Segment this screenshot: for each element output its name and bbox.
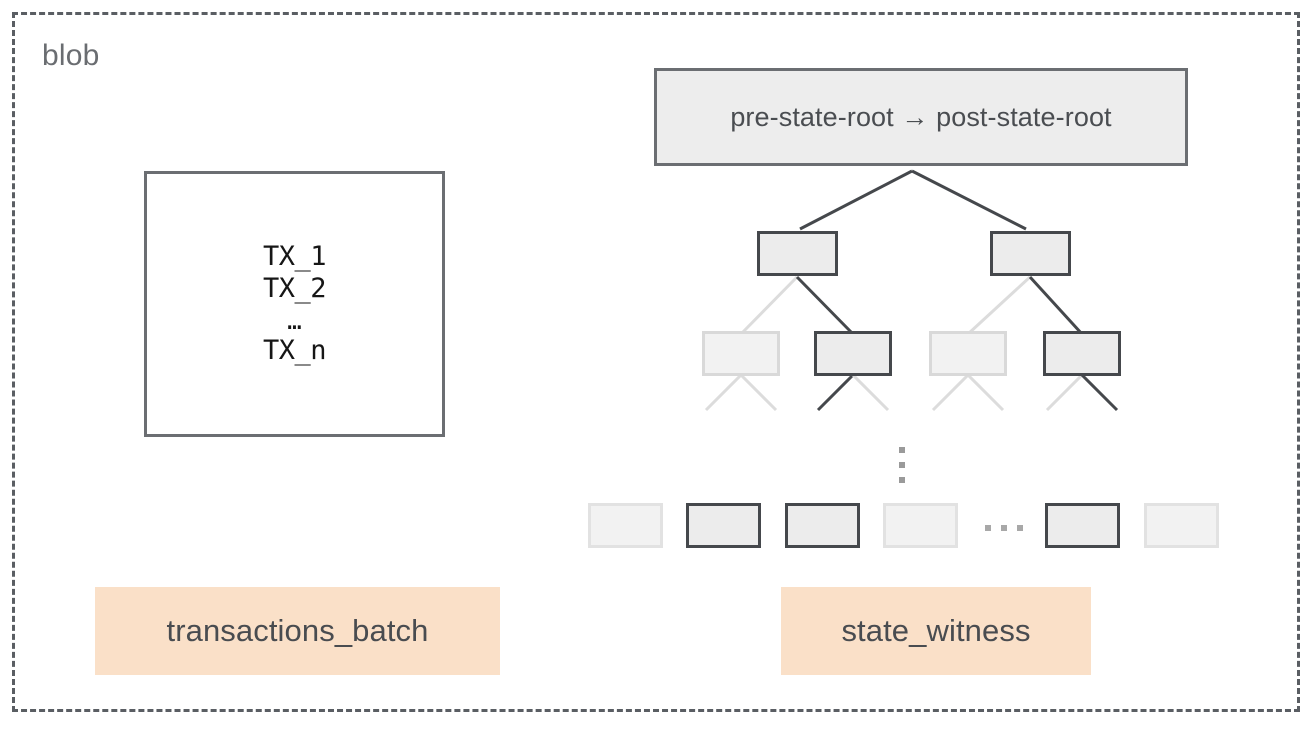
merkle-leaf-6 — [1144, 503, 1219, 548]
transaction-item-1: TX_1 — [262, 241, 327, 273]
merkle-node-level2-b — [814, 331, 892, 376]
merkle-leaf-1 — [588, 503, 663, 548]
transaction-list: TX_1 TX_2 … TX_n — [262, 241, 327, 366]
transactions-batch-caption: transactions_batch — [95, 587, 500, 675]
vertical-ellipsis-icon — [899, 447, 905, 483]
state-witness-caption-text: state_witness — [841, 613, 1031, 648]
blob-container-border — [12, 12, 1300, 712]
state-witness-caption: state_witness — [781, 587, 1091, 675]
transactions-batch-box: TX_1 TX_2 … TX_n — [144, 171, 445, 437]
state-root-transition-text: pre-state-root → post-state-root — [730, 101, 1112, 132]
merkle-node-level2-a — [702, 331, 780, 376]
state-root-box: pre-state-root → post-state-root — [654, 68, 1188, 166]
merkle-node-level1-a — [757, 231, 838, 276]
merkle-leaf-5 — [1045, 503, 1120, 548]
merkle-leaf-2 — [686, 503, 761, 548]
merkle-node-level2-d — [1043, 331, 1121, 376]
blob-label: blob — [42, 39, 100, 72]
merkle-node-level2-c — [929, 331, 1007, 376]
transaction-item-n: TX_n — [262, 334, 327, 366]
transaction-ellipsis: … — [287, 307, 302, 336]
merkle-leaf-3 — [785, 503, 860, 548]
transaction-item-2: TX_2 — [262, 273, 327, 305]
merkle-node-level1-b — [990, 231, 1071, 276]
horizontal-ellipsis-icon — [985, 525, 1023, 531]
transactions-batch-caption-text: transactions_batch — [166, 613, 429, 648]
merkle-leaf-4 — [883, 503, 958, 548]
